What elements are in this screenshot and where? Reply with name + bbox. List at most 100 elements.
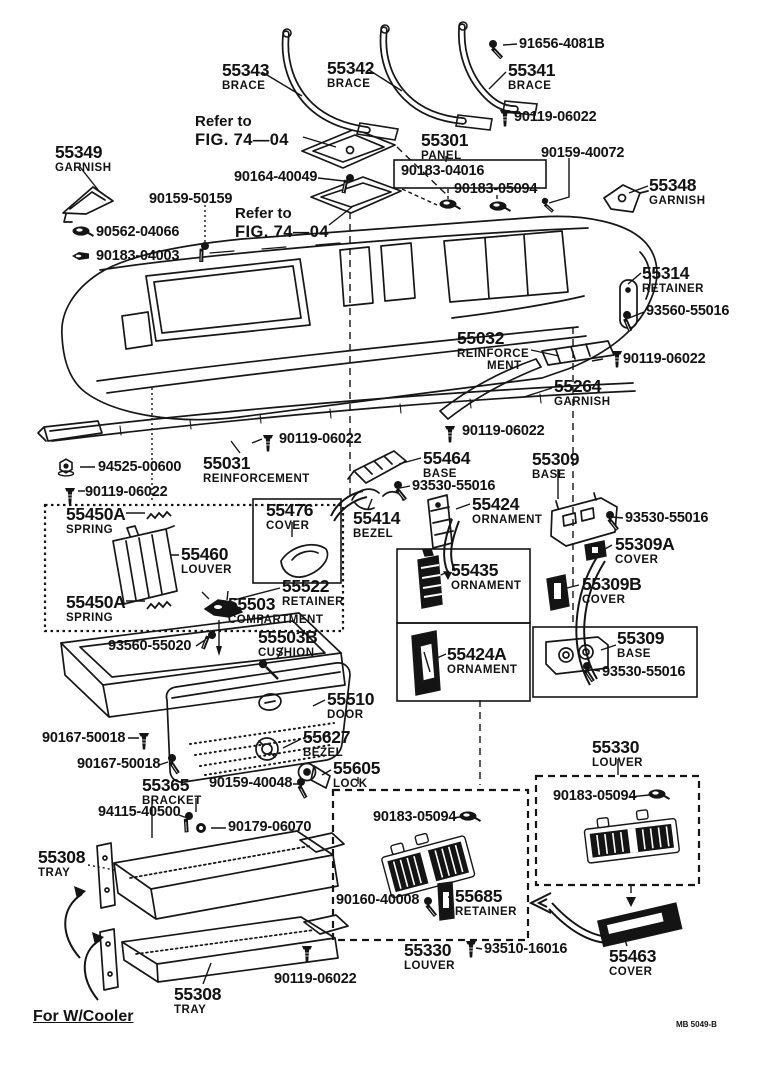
part-name: REINFORCE bbox=[457, 347, 530, 360]
part-number: 90119-06022 bbox=[514, 109, 597, 125]
reference-note-line: Refer to bbox=[235, 205, 292, 222]
part-number: 90159-40048 bbox=[209, 775, 293, 791]
part-number: 93530-55016 bbox=[625, 510, 709, 526]
part-number: 90119-06022 bbox=[274, 971, 357, 987]
part-number: 90164-40049 bbox=[234, 169, 318, 185]
part-number: 55308 bbox=[174, 984, 222, 1004]
part-label-90159-40072: 90159-40072 bbox=[541, 146, 624, 161]
part-number: 55476 bbox=[266, 500, 314, 520]
reference-note-line: FIG. 74—04 bbox=[235, 223, 329, 241]
part-number: 90159-50159 bbox=[149, 191, 233, 207]
part-number: 93530-55016 bbox=[412, 478, 496, 494]
part-number: 55510 bbox=[327, 689, 375, 709]
part-name: TRAY bbox=[38, 866, 71, 879]
part-label-90119-06022: 90119-06022 bbox=[85, 485, 168, 500]
part-number: 55349 bbox=[55, 142, 103, 162]
part-number: 90562-04066 bbox=[96, 224, 180, 240]
part-label-90159-50159: 90159-50159 bbox=[149, 192, 232, 207]
part-name: ORNAMENT bbox=[451, 579, 522, 592]
part-label-90119-06022: 90119-06022 bbox=[462, 424, 545, 439]
part-label-90160-40008: 90160-40008 bbox=[336, 893, 419, 908]
part-name: COVER bbox=[615, 553, 659, 566]
leader-lines bbox=[78, 43, 650, 985]
part-number: 55627 bbox=[303, 727, 351, 747]
part-name: BRACE bbox=[222, 79, 266, 92]
arrow-heads bbox=[74, 571, 636, 945]
part-number: 93530-55016 bbox=[602, 664, 686, 680]
part-number: 94115-40500 bbox=[98, 804, 181, 820]
part-label-91656-4081b: 91656-4081B bbox=[519, 37, 605, 52]
part-name: GARNISH bbox=[554, 395, 611, 408]
part-number: 90183-04003 bbox=[96, 248, 180, 264]
part-number: 55503B bbox=[258, 627, 318, 647]
part-number: 90183-05094 bbox=[373, 809, 457, 825]
part-name: CUSHION bbox=[258, 646, 315, 659]
part-label-90562-04066: 90562-04066 bbox=[96, 225, 179, 240]
part-number: 55414 bbox=[353, 508, 401, 528]
part-label-90183-05094: 90183-05094 bbox=[454, 182, 537, 197]
part-name: GARNISH bbox=[649, 194, 706, 207]
part-number: 55343 bbox=[222, 60, 270, 80]
part-number: 55301 bbox=[421, 130, 469, 150]
part-name: BASE bbox=[423, 467, 457, 480]
part-number: 90160-40008 bbox=[336, 892, 420, 908]
part-label-90179-06070: 90179-06070 bbox=[228, 820, 311, 835]
part-name: ORNAMENT bbox=[472, 513, 543, 526]
part-number: 93560-55020 bbox=[108, 638, 192, 654]
part-name: SPRING bbox=[66, 523, 114, 536]
doc-code: MB 5049-B bbox=[676, 1020, 717, 1029]
part-number: 55308 bbox=[38, 847, 86, 867]
part-number: 55341 bbox=[508, 60, 556, 80]
part-number: 55450A bbox=[66, 504, 126, 524]
part-number: 55314 bbox=[642, 263, 690, 283]
part-number: 91656-4081B bbox=[519, 36, 605, 52]
part-number: 55330 bbox=[592, 737, 640, 757]
part-number: 90183-04016 bbox=[401, 163, 485, 179]
footer-note: For W/Cooler bbox=[33, 1008, 134, 1025]
part-name: RETAINER bbox=[282, 595, 344, 608]
part-label-93530-55016: 93530-55016 bbox=[412, 479, 495, 494]
part-label-90183-05094: 90183-05094 bbox=[553, 789, 636, 804]
part-name: LOCK bbox=[333, 777, 368, 790]
part-number: 55342 bbox=[327, 58, 375, 78]
part-number: 90167-50018 bbox=[77, 756, 161, 772]
part-number: 55464 bbox=[423, 448, 471, 468]
part-number: 90119-06022 bbox=[279, 431, 362, 447]
part-label-93530-55016: 93530-55016 bbox=[625, 511, 708, 526]
part-name: BASE bbox=[617, 647, 651, 660]
part-name-continued: MENT bbox=[487, 360, 522, 372]
part-number: 55309 bbox=[532, 449, 580, 469]
part-number: 55605 bbox=[333, 758, 381, 778]
part-number: 55309B bbox=[582, 574, 642, 594]
part-label-90167-50018: 90167-50018 bbox=[42, 731, 125, 746]
part-label-90183-04016: 90183-04016 bbox=[401, 164, 484, 179]
reference-note-line: Refer to bbox=[195, 113, 252, 130]
part-name: BRACE bbox=[327, 77, 371, 90]
part-number: 55424A bbox=[447, 644, 507, 664]
part-label-90119-06022: 90119-06022 bbox=[623, 352, 706, 367]
